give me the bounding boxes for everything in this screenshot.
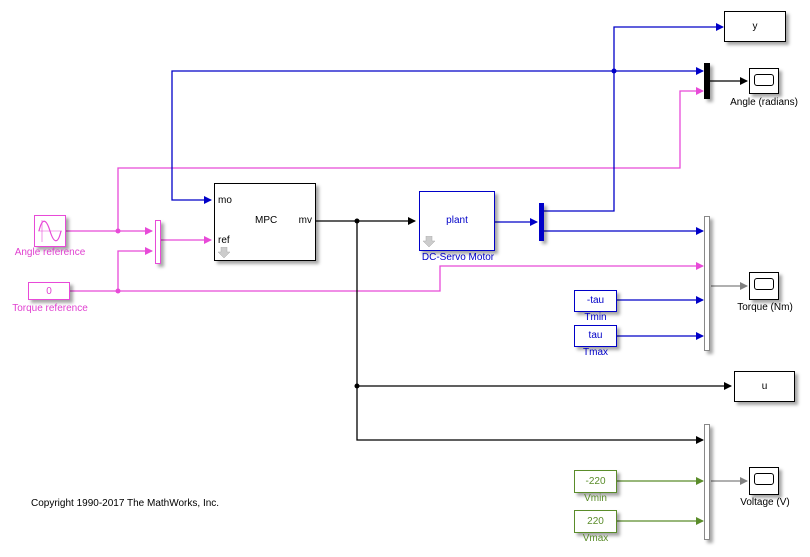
- branch-point: [354, 383, 360, 389]
- line-to-y[interactable]: [544, 23, 724, 212]
- outport-y[interactable]: y: [724, 11, 786, 42]
- mpc-controller-block[interactable]: mo MPC mv ref: [214, 183, 316, 261]
- torque-scope[interactable]: [749, 272, 779, 300]
- tmin-constant[interactable]: -tau: [574, 290, 617, 312]
- line-torque-ref-to-mux[interactable]: [117, 247, 153, 291]
- branch-point: [354, 218, 360, 224]
- sine-wave-icon: [38, 220, 62, 242]
- tmin-value: -tau: [586, 295, 605, 306]
- line-torque-ref-to-torque-mux[interactable]: [70, 262, 704, 292]
- tmax-value: tau: [588, 330, 603, 341]
- angle-mux[interactable]: [704, 63, 710, 99]
- voltage-scope-label: Voltage (V): [740, 497, 790, 508]
- plant-block[interactable]: plant: [419, 191, 495, 251]
- tmin-label: Tmin: [584, 312, 607, 323]
- outport-y-label: y: [752, 21, 758, 32]
- outport-u[interactable]: u: [734, 371, 795, 402]
- measured-output-lines: [171, 23, 724, 340]
- down-arrow-icon: [423, 236, 435, 248]
- reference-mux[interactable]: [155, 220, 161, 264]
- angle-reference-label: Angle reference: [14, 247, 86, 258]
- torque-scope-label: Torque (Nm): [737, 302, 793, 313]
- scope-screen-icon: [754, 278, 774, 290]
- vmin-constant[interactable]: -220: [574, 470, 617, 493]
- vmax-constant[interactable]: 220: [574, 510, 617, 533]
- vmax-label: Vmax: [582, 533, 609, 544]
- outport-u-label: u: [761, 381, 768, 392]
- torque-reference-value: 0: [46, 286, 52, 297]
- line-mv-to-u[interactable]: [356, 221, 732, 390]
- tmax-constant[interactable]: tau: [574, 325, 617, 347]
- branch-point: [115, 228, 121, 234]
- torque-reference-block[interactable]: 0: [28, 282, 70, 300]
- output-demux[interactable]: [539, 203, 544, 241]
- voltage-limit-lines: [617, 477, 704, 525]
- voltage-scope[interactable]: [749, 467, 779, 495]
- line-to-mpc-mo[interactable]: [171, 70, 614, 204]
- manipulated-variable-lines: [316, 77, 748, 444]
- down-arrow-icon: [218, 247, 230, 259]
- line-angle-ref-to-angle-mux[interactable]: [117, 87, 704, 231]
- branch-point: [115, 288, 121, 294]
- line-mv-to-voltage-mux[interactable]: [356, 386, 704, 444]
- angle-scope[interactable]: [749, 68, 779, 94]
- tmax-label: Tmax: [583, 347, 608, 358]
- vmax-value: 220: [587, 516, 604, 527]
- mpc-port-mv: mv: [298, 215, 312, 226]
- branch-point: [611, 68, 617, 74]
- angle-scope-label: Angle (radians): [730, 97, 798, 108]
- scope-screen-icon: [754, 473, 774, 485]
- copyright-note: Copyright 1990-2017 The MathWorks, Inc.: [31, 498, 220, 509]
- mpc-port-ref: ref: [218, 235, 230, 246]
- vmin-label: Vmin: [584, 493, 607, 504]
- plant-title: plant: [446, 215, 468, 226]
- mpc-title: MPC: [255, 215, 278, 226]
- voltage-mux[interactable]: [704, 424, 710, 540]
- scope-screen-icon: [754, 74, 774, 86]
- plant-label: DC-Servo Motor: [421, 252, 495, 263]
- vmin-value: -220: [585, 476, 606, 487]
- reference-signal-lines: [66, 87, 704, 292]
- torque-mux[interactable]: [704, 216, 710, 351]
- angle-reference-block[interactable]: [34, 215, 66, 247]
- torque-reference-label: Torque reference: [12, 303, 88, 314]
- mpc-port-mo: mo: [218, 195, 232, 206]
